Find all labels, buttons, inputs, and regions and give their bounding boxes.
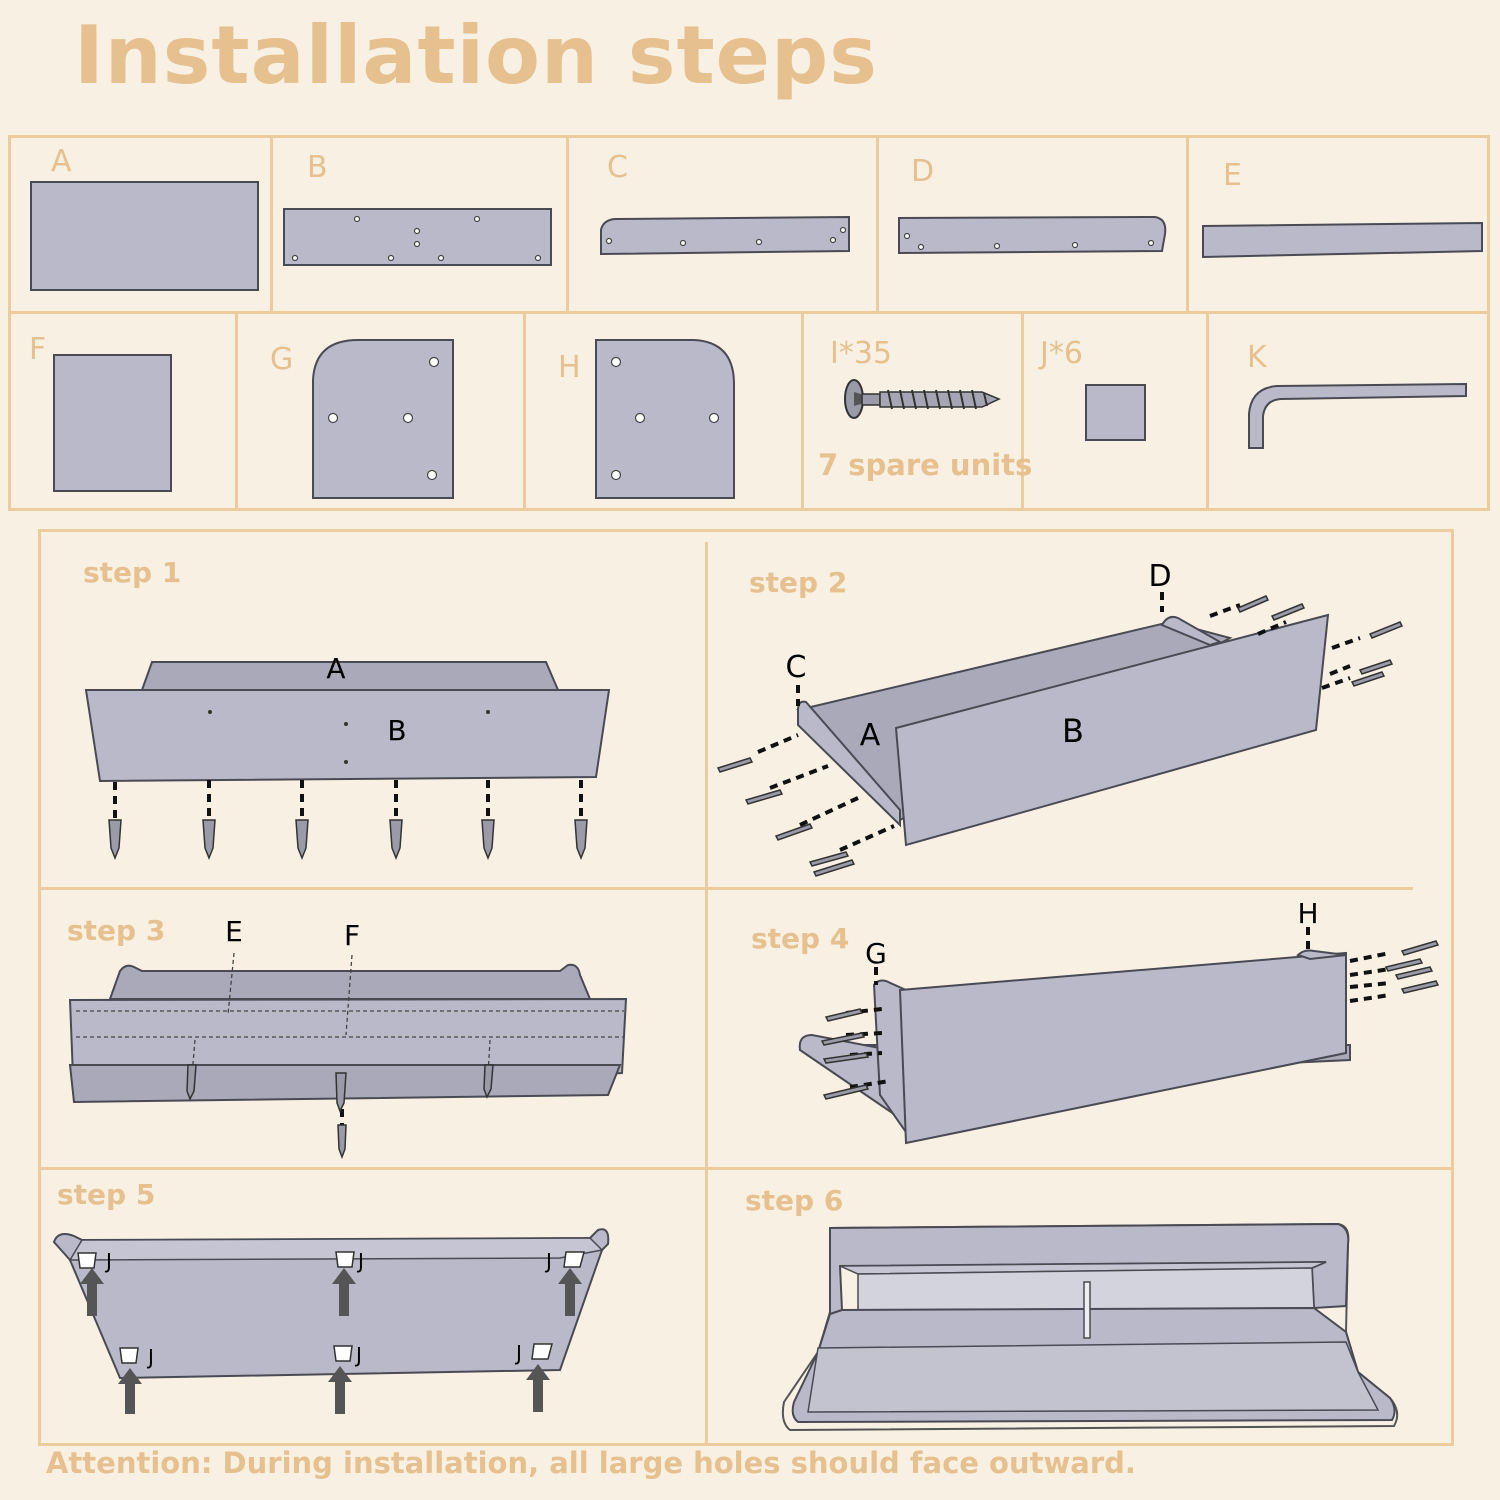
part-d-cell: D bbox=[879, 138, 1189, 311]
arrow-up-icons bbox=[80, 1268, 582, 1414]
step-3-callout-f: F bbox=[344, 919, 360, 952]
step-2-callout-b: B bbox=[1062, 712, 1084, 750]
attention-note: Attention: During installation, all larg… bbox=[46, 1446, 1136, 1480]
part-f-drawing bbox=[53, 354, 172, 492]
step-5-callout-j-4: J bbox=[146, 1345, 154, 1369]
step-5-callout-j-2: J bbox=[356, 1249, 364, 1273]
step-3-diagram: E F bbox=[68, 915, 628, 1160]
part-c-cell: C bbox=[569, 138, 879, 311]
part-i-label: I*35 bbox=[830, 336, 893, 371]
step-3-label: step 3 bbox=[67, 914, 166, 947]
part-h-cell: H bbox=[526, 314, 804, 508]
part-c-label: C bbox=[607, 150, 628, 185]
part-e-cell: E bbox=[1189, 138, 1487, 311]
parts-row-divider bbox=[11, 311, 1487, 314]
step-5-callout-j-3: J bbox=[544, 1249, 552, 1273]
step-1-callout-b: B bbox=[387, 714, 406, 747]
screw-icon bbox=[844, 379, 1001, 419]
part-g-drawing bbox=[312, 339, 454, 499]
part-f-cell: F bbox=[11, 314, 238, 508]
step-5-label: step 5 bbox=[57, 1178, 156, 1211]
step-5-callout-j-1: J bbox=[104, 1249, 112, 1273]
step-6-diagram bbox=[781, 1222, 1399, 1432]
part-c-drawing bbox=[600, 215, 850, 256]
part-e-label: E bbox=[1223, 158, 1242, 193]
step-5-diagram: J J J J J J bbox=[52, 1228, 610, 1414]
part-g-label: G bbox=[270, 342, 294, 377]
steps-grid: step 1 step 2 step 3 step 4 step 5 step … bbox=[38, 529, 1454, 1446]
part-d-drawing bbox=[898, 215, 1167, 255]
steps-row-divider-1 bbox=[41, 887, 1413, 890]
parts-table: A B C D E bbox=[8, 135, 1490, 511]
allen-key-icon bbox=[1248, 382, 1467, 449]
step-4-label: step 4 bbox=[751, 922, 850, 955]
part-b-label: B bbox=[307, 150, 328, 185]
part-f-label: F bbox=[29, 332, 47, 367]
step-2-callout-a: A bbox=[860, 718, 881, 753]
part-j-drawing bbox=[1085, 384, 1146, 441]
step-1-diagram: A B bbox=[84, 652, 611, 861]
part-g-cell: G bbox=[238, 314, 526, 508]
part-e-drawing bbox=[1202, 221, 1483, 259]
part-i-cell: I*35 7 spare units bbox=[804, 314, 1032, 508]
part-j-label: J*6 bbox=[1040, 336, 1083, 371]
step-2-callout-d: D bbox=[1148, 560, 1171, 594]
part-a-drawing bbox=[30, 181, 259, 291]
part-d-label: D bbox=[911, 154, 935, 189]
step-4-callout-g: G bbox=[865, 937, 887, 970]
step-5-callout-j-5: J bbox=[354, 1343, 362, 1367]
step-6-label: step 6 bbox=[745, 1184, 844, 1217]
part-k-cell: K bbox=[1209, 314, 1487, 508]
step-4-diagram: G H bbox=[798, 897, 1440, 1145]
steps-row-divider-2 bbox=[41, 1167, 1451, 1170]
step-5-callout-j-6: J bbox=[514, 1341, 522, 1365]
part-b-drawing bbox=[283, 208, 552, 266]
step-2-diagram: C D A B bbox=[716, 560, 1404, 877]
step-2-callout-c: C bbox=[786, 650, 807, 685]
spare-units-note: 7 spare units bbox=[818, 448, 1033, 482]
part-a-cell: A bbox=[11, 138, 273, 311]
step-4-callout-h: H bbox=[1297, 897, 1318, 930]
part-j-cell: J*6 bbox=[1024, 314, 1209, 508]
part-b-cell: B bbox=[273, 138, 569, 311]
part-a-label: A bbox=[51, 144, 72, 179]
part-k-label: K bbox=[1247, 340, 1267, 375]
steps-vertical-divider bbox=[705, 542, 708, 1443]
step-1-label: step 1 bbox=[83, 556, 182, 589]
page-title: Installation steps bbox=[74, 9, 878, 102]
step-2-label: step 2 bbox=[749, 566, 848, 599]
step-3-callout-e: E bbox=[225, 915, 243, 948]
part-h-drawing bbox=[595, 339, 735, 499]
step-1-callout-a: A bbox=[326, 652, 345, 685]
part-h-label: H bbox=[558, 350, 581, 385]
